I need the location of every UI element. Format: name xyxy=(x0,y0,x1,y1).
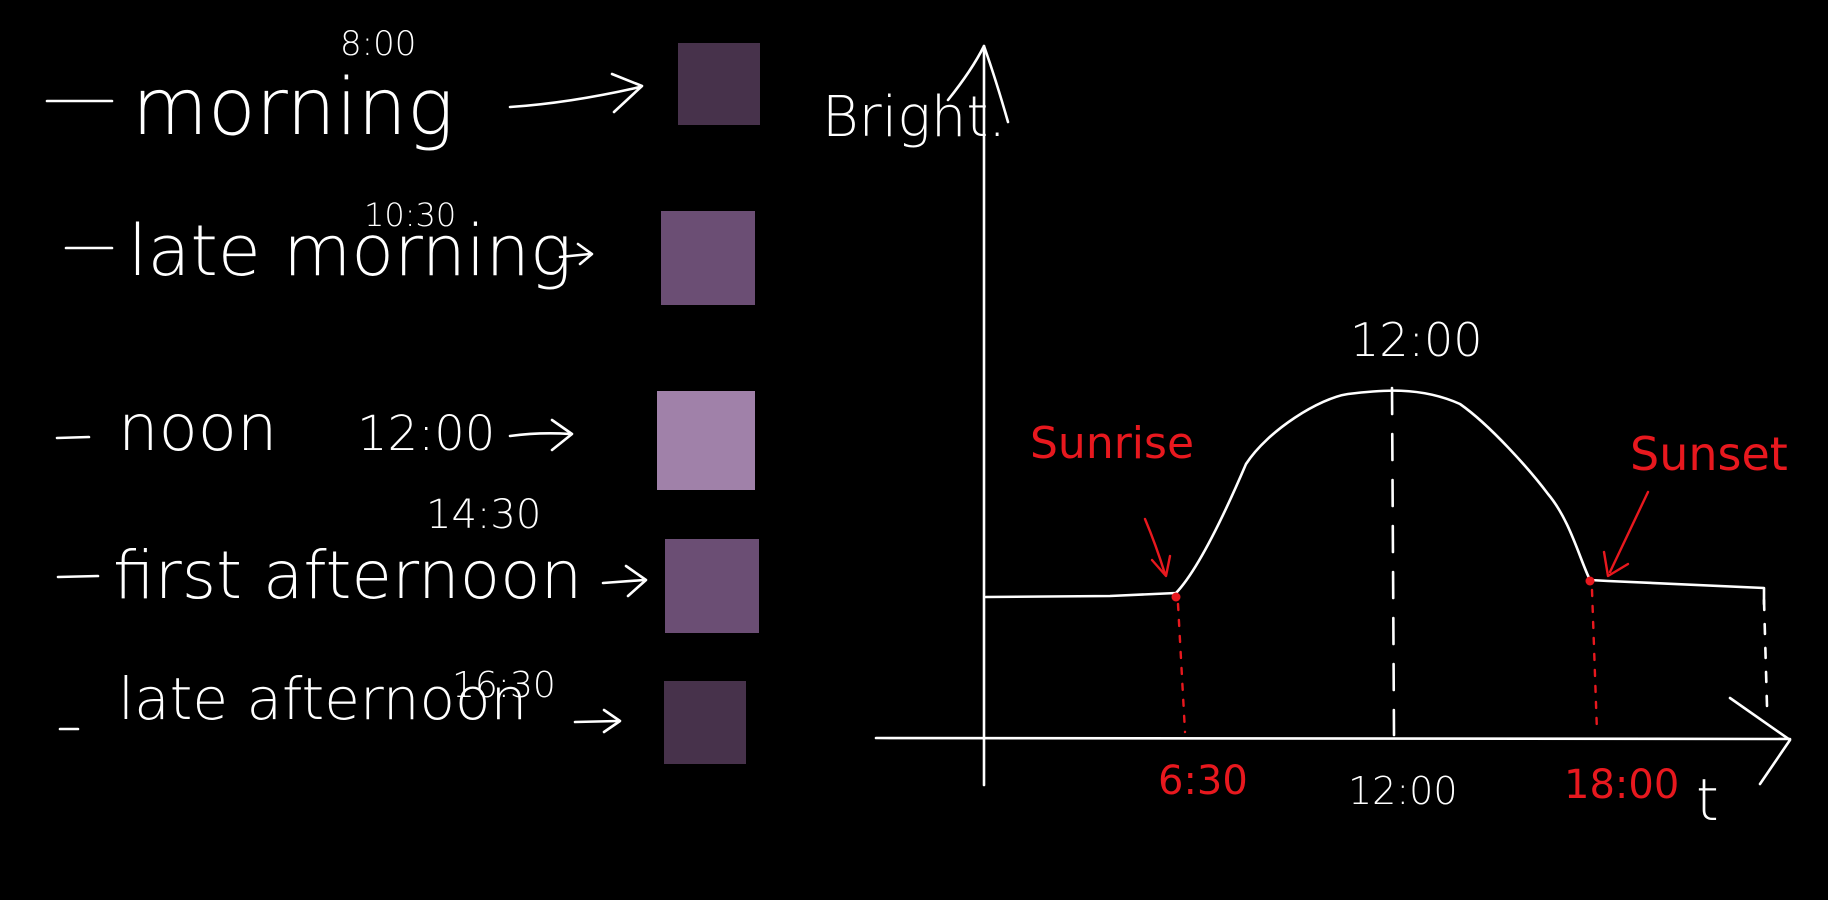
end-dashed-line xyxy=(1762,598,1769,708)
y-axis-label: Bright. xyxy=(822,85,1006,150)
legend-label: noon xyxy=(118,392,277,466)
arrow-head-icon xyxy=(576,242,594,266)
dash-mark xyxy=(55,435,91,440)
legend-label: morning xyxy=(132,63,454,153)
sunrise-point xyxy=(1171,592,1181,602)
color-swatch xyxy=(678,43,760,125)
arrow-icon xyxy=(508,432,572,438)
arrow-head-icon xyxy=(602,708,622,734)
y-axis-arrow-icon xyxy=(946,44,1010,124)
legend-row-late-morning: late morning 10:30 xyxy=(64,196,755,305)
arrow-head-icon xyxy=(550,418,574,452)
x-axis-arrow-icon xyxy=(1728,696,1792,786)
legend-row-first-afternoon: first afternoon 14:30 xyxy=(56,492,759,633)
color-swatch xyxy=(661,211,755,305)
sunset-arrow-icon xyxy=(1608,490,1650,574)
arrow-icon xyxy=(508,85,642,109)
legend-time: 10:30 xyxy=(364,196,456,234)
arrow-head-icon xyxy=(624,564,648,598)
arrow-icon xyxy=(601,578,646,585)
noon-dashed-line xyxy=(1390,386,1396,737)
color-swatch xyxy=(657,391,755,490)
sunset-arrow-head-icon xyxy=(1602,550,1630,578)
tick-sunrise: 6:30 xyxy=(1158,758,1248,804)
legend-row-noon: noon 12:00 xyxy=(55,391,755,490)
sunrise-label: Sunrise xyxy=(1030,418,1194,469)
x-axis-label: t xyxy=(1696,766,1719,834)
legend-label: first afternoon xyxy=(113,537,582,614)
color-swatch xyxy=(664,681,746,764)
sunset-dotted-line xyxy=(1590,588,1599,734)
tick-noon: 12:00 xyxy=(1348,769,1458,813)
dash-mark xyxy=(56,574,100,579)
arrow-icon xyxy=(573,719,620,724)
sunrise-arrow-icon xyxy=(1143,517,1167,576)
arrow-head-icon xyxy=(610,72,644,114)
legend-time: 16:30 xyxy=(452,665,556,706)
legend-label: late morning xyxy=(128,210,572,292)
color-swatch xyxy=(665,539,759,633)
sunrise-dotted-line xyxy=(1176,602,1187,734)
sunset-point xyxy=(1585,576,1595,586)
legend-row-late-afternoon: late afternoon 16:30 xyxy=(58,665,746,764)
legend-time: 14:30 xyxy=(426,492,541,538)
tick-sunset: 18:00 xyxy=(1564,762,1679,808)
legend-time: 12:00 xyxy=(357,406,495,462)
sunset-label: Sunset xyxy=(1630,427,1788,481)
legend-row-morning: morning 8:00 xyxy=(45,24,760,153)
legend-label: late afternoon xyxy=(118,665,527,733)
sunrise-arrow-head-icon xyxy=(1150,554,1172,578)
arrow-icon xyxy=(558,252,592,259)
legend-time: 8:00 xyxy=(340,24,416,64)
brightness-graph: Bright. t 12:00 Sunrise 6:30 12:00 Sunse… xyxy=(822,44,1792,834)
peak-label: 12:00 xyxy=(1350,313,1483,367)
x-axis xyxy=(874,736,1792,741)
